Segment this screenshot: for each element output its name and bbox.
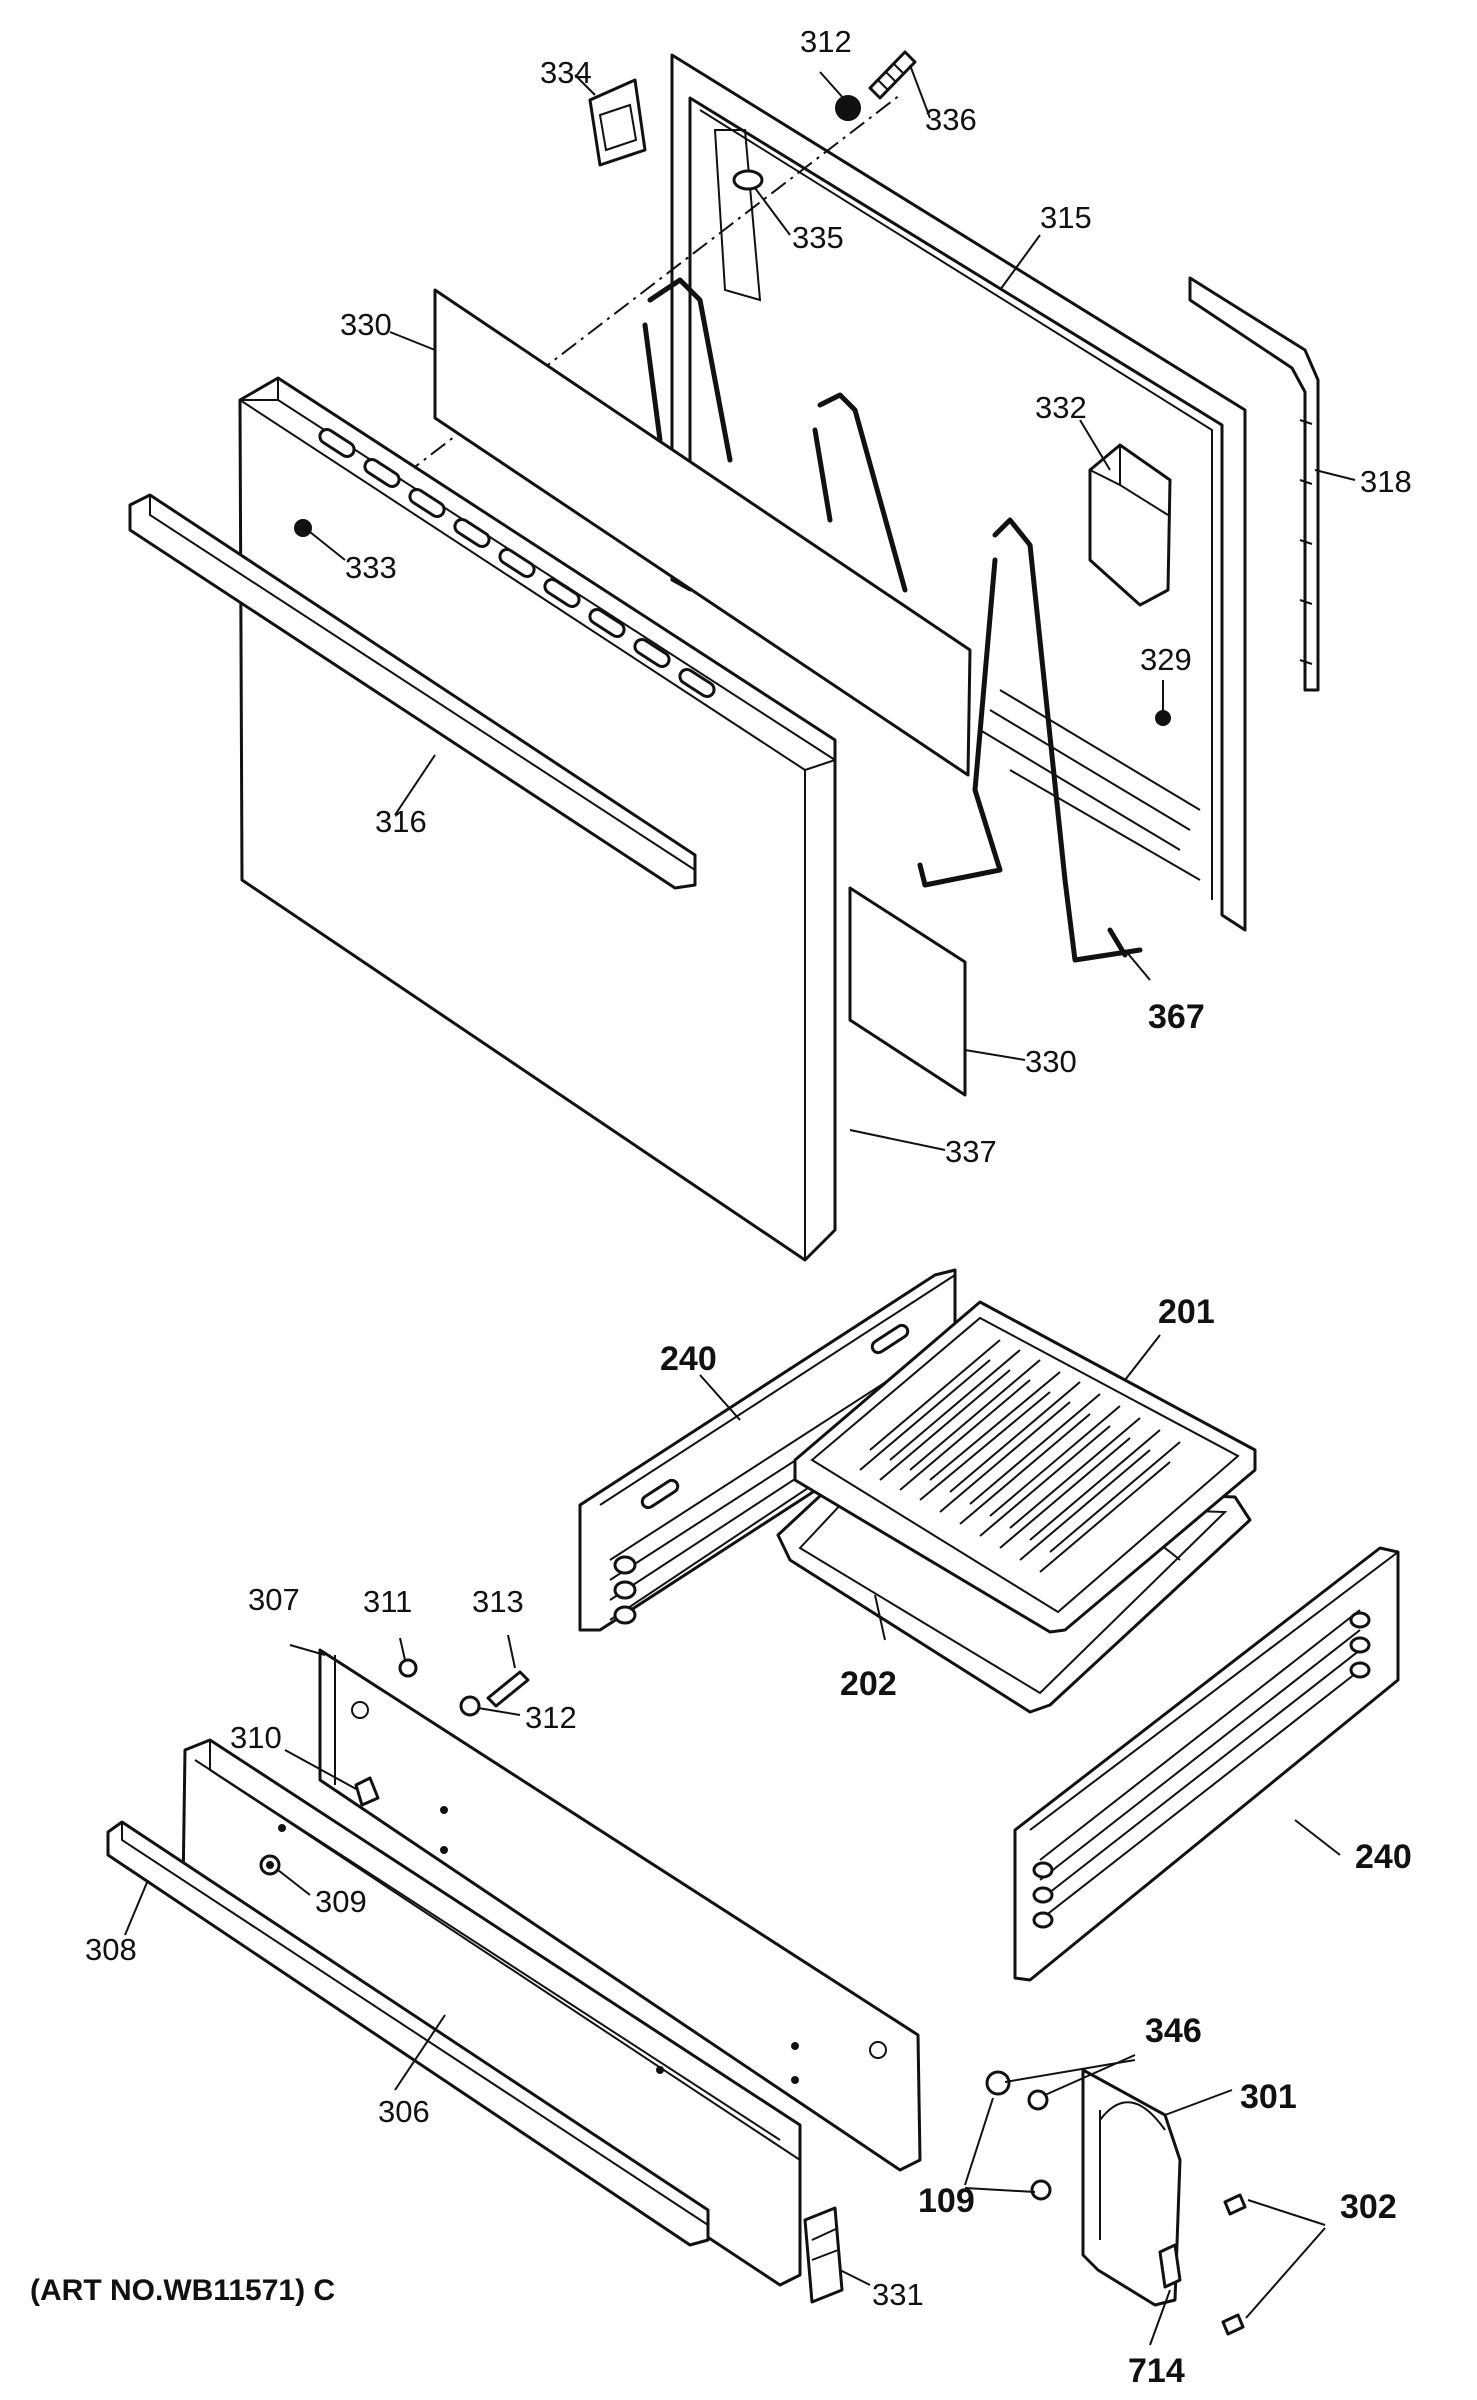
part-308-drawer-handle	[106, 1820, 710, 2247]
label-315: 315	[1040, 200, 1092, 235]
part-335-spacer	[732, 169, 764, 191]
label-335: 335	[792, 220, 844, 255]
part-310-clip	[354, 1776, 380, 1807]
label-201: 201	[1158, 1293, 1215, 1331]
label-301: 301	[1240, 2078, 1297, 2116]
part-316-door-handle	[128, 493, 697, 890]
part-313-screw	[486, 1670, 530, 1708]
label-346: 346	[1145, 2012, 1202, 2050]
part-337-outer-door	[238, 376, 837, 1262]
part-306-drawer-front	[181, 1738, 802, 2287]
label-311: 311	[363, 1584, 412, 1619]
part-714-stop	[1158, 2243, 1182, 2289]
part-330-lower-insulation	[848, 886, 967, 1097]
label-333: 333	[345, 550, 397, 585]
part-333-nut	[294, 519, 312, 537]
label-330-lower: 330	[1025, 1044, 1077, 1079]
label-316: 316	[375, 804, 427, 839]
label-318: 318	[1360, 464, 1412, 499]
part-334-clip	[588, 78, 647, 167]
part-312-top-nut	[835, 95, 861, 121]
part-318-gasket	[1188, 276, 1320, 692]
label-367: 367	[1148, 998, 1205, 1036]
label-714: 714	[1128, 2352, 1185, 2390]
label-310: 310	[230, 1720, 282, 1755]
label-332: 332	[1035, 390, 1087, 425]
part-329-screw	[1155, 710, 1171, 726]
part-312-washer	[459, 1695, 481, 1717]
art-number-caption: (ART NO.WB11571) C	[30, 2274, 335, 2307]
part-301-hinge	[1081, 2068, 1182, 2307]
label-302: 302	[1340, 2188, 1397, 2226]
part-302-screws	[1221, 2193, 1247, 2336]
part-311-nut	[398, 1658, 418, 1678]
label-334: 334	[540, 55, 592, 90]
part-201-broiler-grid	[793, 1300, 1257, 1634]
part-labels: 334 312 336 335 315 330 318 332 333 329 …	[30, 24, 1412, 2390]
part-346-washers	[985, 2070, 1052, 2201]
label-307: 307	[248, 1582, 300, 1617]
label-240-right: 240	[1355, 1838, 1412, 1876]
label-202: 202	[840, 1665, 897, 1703]
label-330-upper: 330	[340, 307, 392, 342]
part-336-screw	[868, 50, 917, 100]
label-329: 329	[1140, 642, 1192, 677]
part-240-right-side-panel	[1013, 1546, 1400, 1982]
label-312-lower: 312	[525, 1700, 577, 1735]
label-312-top: 312	[800, 24, 852, 59]
label-331: 331	[872, 2277, 924, 2312]
alignment-line	[299, 94, 901, 556]
part-315-door-liner	[670, 53, 1247, 932]
label-313: 313	[472, 1584, 524, 1619]
label-308: 308	[85, 1932, 137, 1967]
part-330-upper-insulation	[433, 288, 972, 777]
part-331-bracket	[803, 2206, 844, 2304]
door-vent-slots	[318, 427, 716, 699]
label-337: 337	[945, 1134, 997, 1169]
label-336: 336	[925, 102, 977, 137]
leader-lines	[124, 64, 1356, 2346]
label-109: 109	[918, 2182, 975, 2220]
part-332-block	[1088, 443, 1172, 607]
label-309: 309	[315, 1884, 367, 1919]
part-307-drawer-inner-panel	[318, 1648, 922, 2172]
label-306: 306	[378, 2094, 430, 2129]
part-309-grommet	[259, 1854, 281, 1876]
part-367-door-springs	[642, 277, 1143, 963]
label-240-left: 240	[660, 1340, 717, 1378]
